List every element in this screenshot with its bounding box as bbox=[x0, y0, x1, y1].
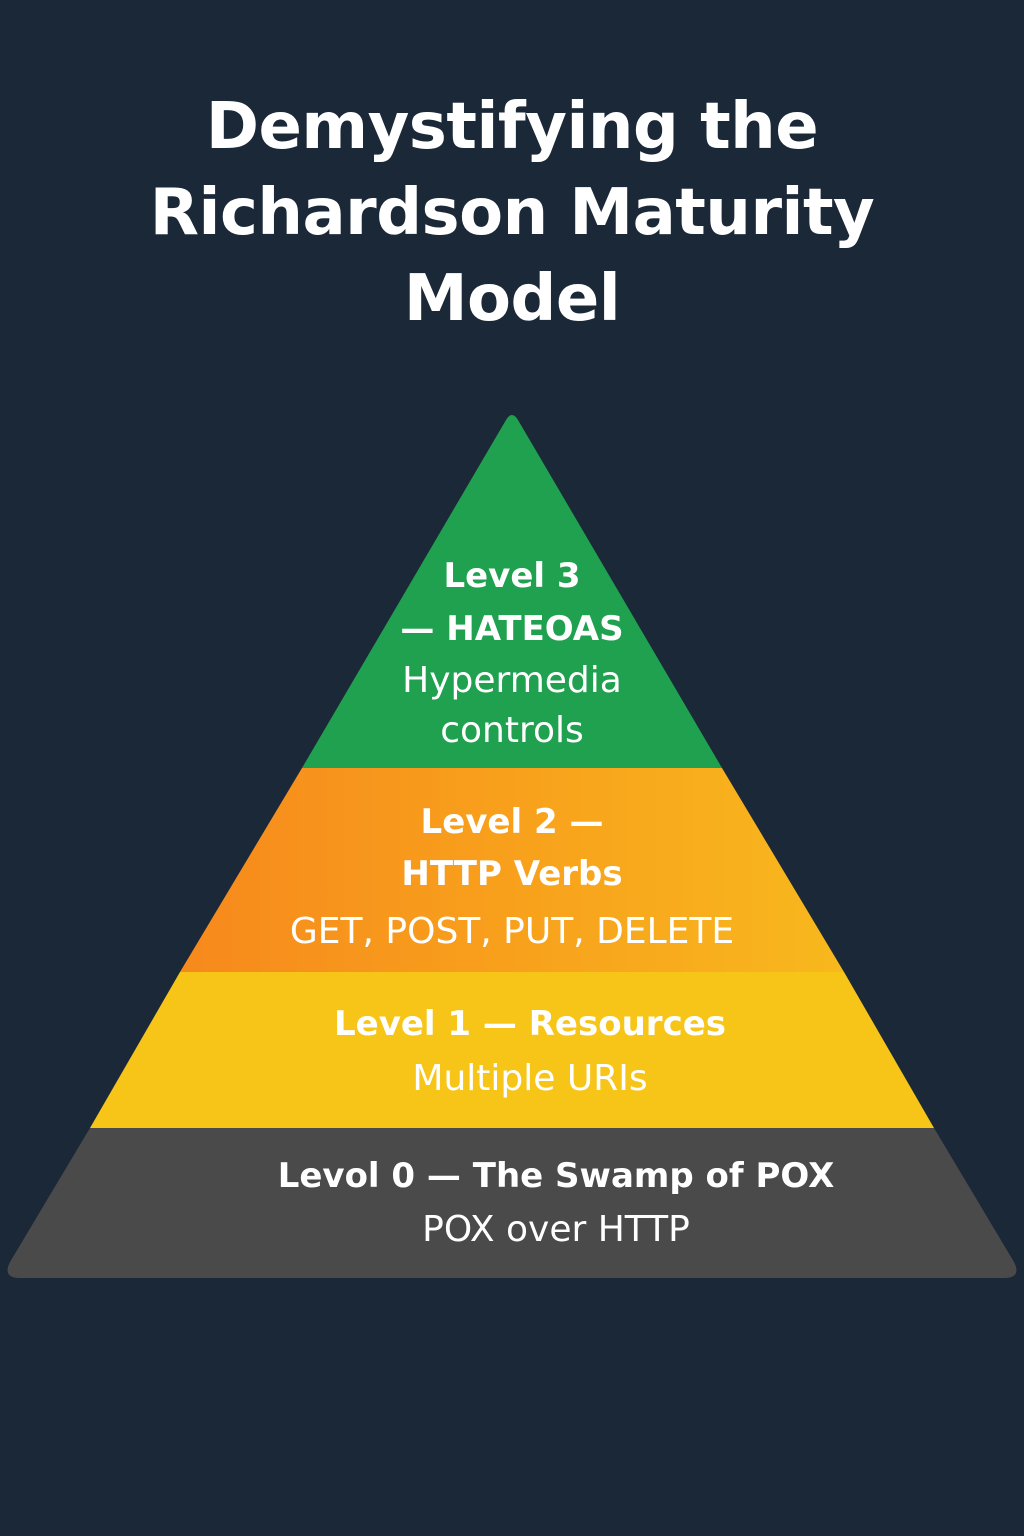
level-3-band bbox=[302, 415, 722, 768]
level-1-label: Level 1 — Resources Multiple URIs bbox=[230, 998, 830, 1108]
title-line-2: Richardson Maturity bbox=[149, 176, 875, 250]
level-3-desc-line-1: Hypermedia bbox=[402, 660, 622, 701]
page-title: Demystifying the Richardson Maturity Mod… bbox=[0, 84, 1024, 342]
level-0-label: Levol 0 — The Swamp of POX POX over HTTP bbox=[256, 1150, 856, 1258]
level-1-band bbox=[90, 972, 934, 1128]
level-1-name: Level 1 — Resources bbox=[333, 1004, 727, 1044]
level-2-name-line-2: HTTP Verbs bbox=[401, 854, 623, 894]
level-3-name-line-2: — HATEOAS bbox=[400, 609, 624, 649]
title-line-3: Model bbox=[403, 262, 621, 336]
level-3-desc-line-2: controls bbox=[440, 710, 584, 751]
level-2-label: Level 2 — HTTP Verbs GET, POST, PUT, DEL… bbox=[212, 796, 812, 960]
level-2-desc-line-1: GET, POST, PUT, DELETE bbox=[289, 911, 735, 952]
level-0-band bbox=[7, 1128, 1017, 1278]
level-0-desc: POX over HTTP bbox=[422, 1209, 690, 1250]
title-line-1: Demystifying the bbox=[205, 90, 819, 164]
level-0-name: Levol 0 — The Swamp of POX bbox=[277, 1156, 835, 1196]
level-2-name-line-1: Level 2 — bbox=[420, 802, 604, 842]
level-3-label: Level 3 — HATEOAS Hypermedia controls bbox=[312, 550, 712, 756]
level-1-desc: Multiple URIs bbox=[412, 1058, 648, 1099]
level-3-name-line-1: Level 3 bbox=[443, 556, 581, 596]
level-2-band bbox=[180, 768, 844, 972]
